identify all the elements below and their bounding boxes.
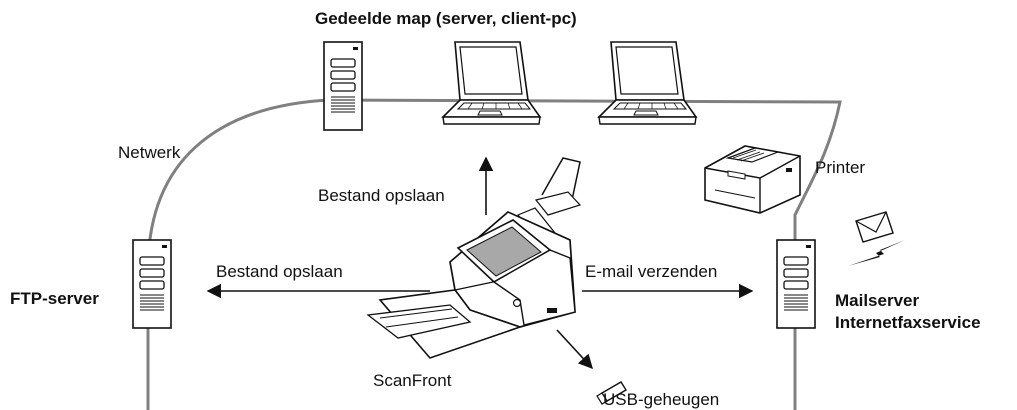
usb-stick-icon bbox=[596, 381, 627, 405]
ftp-server-label: FTP-server bbox=[10, 289, 99, 308]
laptop-icon bbox=[598, 41, 697, 125]
arrow-usb bbox=[556, 329, 593, 370]
network-ring bbox=[146, 98, 842, 410]
server-icon bbox=[776, 239, 816, 329]
network-label: Netwerk bbox=[118, 143, 181, 162]
envelope-icon bbox=[855, 211, 894, 243]
mail-server-label: Mailserver bbox=[835, 291, 920, 310]
laptop-icon bbox=[442, 41, 541, 125]
printer-label: Printer bbox=[815, 158, 866, 177]
usb-label: USB-geheugen bbox=[603, 390, 720, 409]
shared-folder-label: Gedeelde map (server, client-pc) bbox=[315, 9, 577, 28]
lightning-icon bbox=[848, 240, 905, 266]
scanfront-label: ScanFront bbox=[373, 371, 452, 390]
save-file-up-label: Bestand opslaan bbox=[318, 186, 445, 205]
printer-icon bbox=[704, 145, 801, 214]
email-send-label: E-mail verzenden bbox=[585, 262, 718, 281]
internet-fax-label: Internetfaxservice bbox=[835, 313, 981, 332]
server-icon bbox=[323, 41, 363, 131]
server-icon bbox=[132, 239, 172, 329]
scanner-icon bbox=[366, 157, 582, 359]
save-file-left-label: Bestand opslaan bbox=[216, 262, 343, 281]
